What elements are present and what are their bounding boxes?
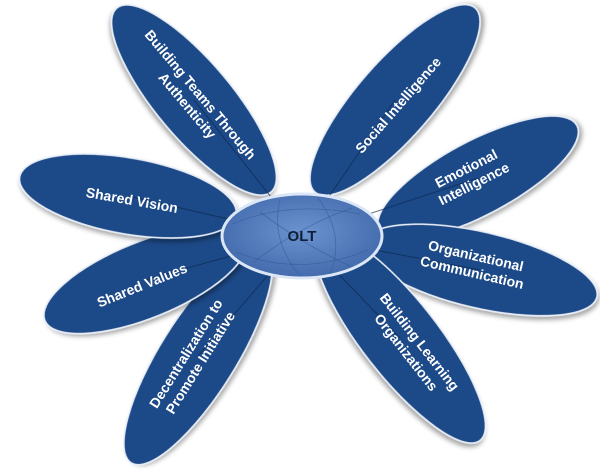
center-arc-2 bbox=[235, 249, 369, 265]
petal-organizational-communication: OrganizationalCommunication bbox=[301, 223, 598, 317]
center-decoration-lines bbox=[231, 197, 369, 277]
center-arc-6 bbox=[317, 197, 337, 275]
center-arc-5 bbox=[277, 199, 301, 277]
petal-emotional-intelligence: EmotionalIntelligence bbox=[301, 115, 580, 241]
center-label: OLT bbox=[288, 228, 317, 245]
center-arc-3 bbox=[259, 211, 351, 267]
center-ellipse bbox=[220, 192, 384, 280]
center-layer: OLT bbox=[220, 192, 384, 280]
center-arc-1 bbox=[231, 208, 361, 225]
center-arc-4 bbox=[253, 207, 353, 263]
petal-building-learning-organizations: Building LearningOrganizations bbox=[301, 232, 487, 444]
petal-shared-vision: Shared Vision bbox=[18, 153, 303, 239]
petal-shared-values: Shared Values bbox=[43, 225, 303, 335]
